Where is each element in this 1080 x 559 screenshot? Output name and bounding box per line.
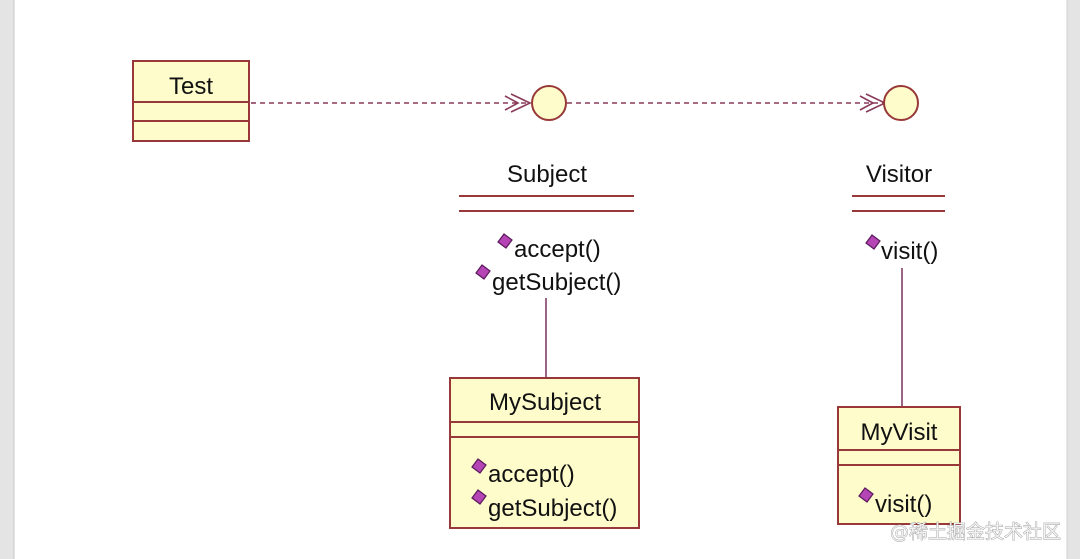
class-mysubject-method: getSubject() — [488, 495, 617, 522]
class-myvisit[interactable]: MyVisit visit() — [837, 406, 961, 525]
dependency-test-subject-arrowhead-inner — [504, 95, 520, 111]
interface-subject-icon[interactable] — [531, 85, 567, 121]
right-frame-edge — [1067, 0, 1080, 559]
class-myvisit-name: MyVisit — [861, 419, 938, 446]
class-test[interactable]: Test — [132, 60, 250, 142]
left-frame-edge — [0, 0, 14, 559]
method-public-icon — [475, 264, 491, 280]
method-public-icon — [497, 233, 513, 249]
interface-visitor-method: visit() — [881, 238, 938, 265]
method-public-icon — [471, 489, 487, 505]
interface-visitor-icon[interactable] — [883, 85, 919, 121]
interface-subject[interactable]: Subject accept() getSubject() — [459, 161, 634, 296]
method-public-icon — [865, 234, 881, 250]
class-mysubject-method: accept() — [488, 461, 575, 488]
dependency-subject-visitor-arrowhead-inner — [859, 95, 875, 111]
method-public-icon — [858, 487, 874, 503]
interface-subject-method: accept() — [514, 236, 601, 263]
interface-subject-method: getSubject() — [492, 269, 621, 296]
class-mysubject[interactable]: MySubject accept() getSubject() — [449, 377, 640, 529]
method-public-icon — [471, 458, 487, 474]
class-myvisit-method: visit() — [875, 491, 932, 518]
dependency-test-subject-arrowhead — [510, 93, 532, 113]
interface-subject-name: Subject — [507, 161, 587, 188]
interface-visitor[interactable]: Visitor visit() — [852, 161, 945, 265]
class-test-name: Test — [169, 73, 213, 100]
watermark: @稀土掘金技术社区 — [890, 521, 1061, 543]
class-mysubject-box — [449, 377, 640, 529]
class-mysubject-name: MySubject — [489, 389, 601, 416]
interface-visitor-name: Visitor — [866, 161, 932, 188]
